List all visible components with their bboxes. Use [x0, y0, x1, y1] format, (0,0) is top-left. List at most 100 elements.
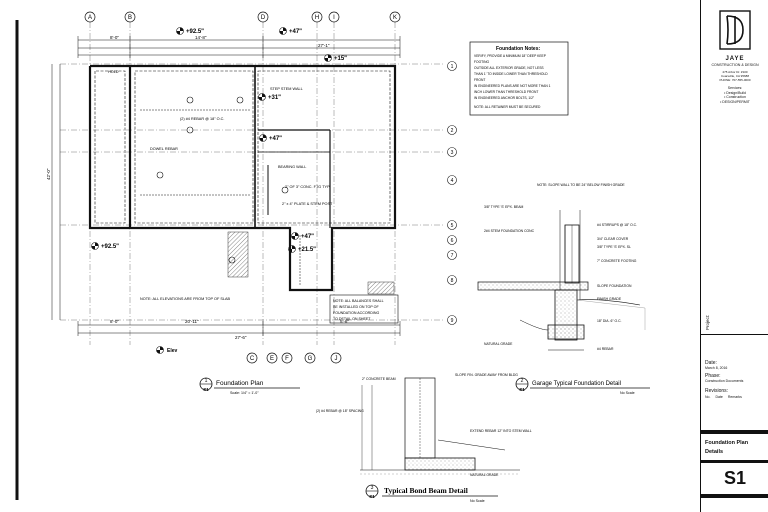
- svg-text:5: 5: [451, 223, 454, 229]
- phase-value: Construction Documents: [705, 379, 744, 383]
- divider: [701, 334, 768, 335]
- foundation-notes-box: [469, 41, 569, 116]
- dim-overall-depth: 42'-0": [46, 168, 51, 180]
- grid-bubble-9: 9: [447, 315, 457, 325]
- svg-text:2" CONCRETE BEAM: 2" CONCRETE BEAM: [362, 377, 396, 381]
- company-subtitle: CONSTRUCTION & DESIGN: [711, 63, 759, 67]
- elev-marker-center-b: +47": [259, 134, 282, 142]
- svg-text:C: C: [250, 356, 255, 362]
- grid-bubble-a: A: [84, 11, 96, 23]
- drawing-sheet: A B D H I K 8'-0" 14'-8" 27'-1" 8'-0" 20…: [15, 11, 650, 503]
- garage-detail-drawing: [477, 210, 646, 351]
- company-name: JAYE: [725, 56, 745, 62]
- elev-marker-top-left: +92.5": [176, 27, 204, 35]
- svg-text:+47": +47": [301, 234, 314, 240]
- plan-note-rebar: (2) #4 REBAR @ 18" O.C.: [180, 117, 224, 121]
- svg-text:4: 4: [451, 178, 454, 184]
- title-block: JAYE CONSTRUCTION & DESIGN 475 Arbor Dr.…: [700, 0, 768, 512]
- grid-bubble-7: 7: [447, 250, 457, 260]
- detail-title-1: 1 S1 Foundation Plan Scale: 1/4" = 1'-0": [199, 377, 300, 395]
- svg-text:S1: S1: [369, 494, 375, 499]
- grid-bubbles-top: A B D H I K: [84, 11, 401, 23]
- elev-marker-top-mid: +47": [279, 27, 302, 35]
- svg-text:INCH LOWER THAN THRESHOLD FRON: INCH LOWER THAN THRESHOLD FRONT: [474, 90, 538, 94]
- dim-bottom-d: 5'-6": [340, 319, 349, 324]
- sheet-title: Foundation Plan: [705, 440, 749, 446]
- grid-bubble-2: 2: [447, 125, 457, 135]
- svg-text:FOOTING: FOOTING: [474, 60, 489, 64]
- revisions-label: Revisions:: [705, 388, 729, 394]
- svg-text:SLOPE FIN. GRADE AWAY FROM BLD: SLOPE FIN. GRADE AWAY FROM BLDG: [455, 373, 518, 377]
- svg-text:THAN 1' TO INSIDE LOWER THAN T: THAN 1' TO INSIDE LOWER THAN THRESHOLD: [474, 72, 548, 76]
- grid-bubble-h: H: [311, 11, 323, 23]
- svg-text:BE INSTALLED ON TOP OF: BE INSTALLED ON TOP OF: [333, 305, 379, 309]
- svg-text:OUTSIDE ALL EXTERIOR GRADE, NO: OUTSIDE ALL EXTERIOR GRADE, NOT LESS: [474, 66, 544, 70]
- svg-text:VERIFY, PROVIDE A MINIMUM 18": VERIFY, PROVIDE A MINIMUM 18" DEEP KEEP: [474, 54, 547, 58]
- grid-bubbles-bottom: C E F G J: [246, 352, 342, 364]
- dim-overall-width: 27'-6": [235, 335, 247, 340]
- plan-note-step-stem-wall: STEP STEM WALL: [270, 87, 303, 91]
- company-address: 475 Arbor Dr. #100 Coarsville, CA 95688 …: [719, 70, 751, 82]
- project-label: Project:: [705, 314, 710, 330]
- svg-text:J: J: [335, 356, 338, 362]
- grid-bubble-b: B: [124, 11, 136, 23]
- grid-bubble-f: F: [281, 352, 293, 364]
- svg-text:A: A: [88, 15, 92, 21]
- svg-text:S1: S1: [203, 387, 209, 392]
- svg-text:7" CONCRETE FOOTING: 7" CONCRETE FOOTING: [597, 259, 637, 263]
- svg-text:+21.5": +21.5": [298, 247, 316, 253]
- svg-text:NATURAL GRADE: NATURAL GRADE: [484, 342, 513, 346]
- plan-note-dowel: DOWEL REBAR: [150, 147, 178, 151]
- grid-bubble-i: I: [328, 11, 340, 23]
- svg-text:3/4" CLEAR COVER: 3/4" CLEAR COVER: [597, 237, 629, 241]
- svg-text:3/8" TYPE 'S' EPX. BEAM: 3/8" TYPE 'S' EPX. BEAM: [484, 205, 524, 209]
- plan-note-hold: HOLD: [108, 70, 119, 74]
- elevation-markers: +92.5" +47" +15" +92.5" +31" +47" +21.5"…: [91, 27, 347, 253]
- svg-text:SLOPE FOUNDATION: SLOPE FOUNDATION: [597, 284, 632, 288]
- svg-text:9: 9: [451, 318, 454, 324]
- svg-text:Typical Bond Beam Detail: Typical Bond Beam Detail: [384, 486, 468, 495]
- foundation-notes-title: Foundation Notes:: [496, 46, 540, 52]
- svg-text:7: 7: [451, 253, 454, 259]
- svg-text:H: H: [315, 15, 319, 21]
- svg-text:TO DETAIL ON SHEET: TO DETAIL ON SHEET: [333, 317, 371, 321]
- grid-bubble-c: C: [246, 352, 258, 364]
- svg-text:+47": +47": [289, 29, 302, 35]
- svg-text:Foundation Plan: Foundation Plan: [216, 380, 264, 387]
- sheet-number: S1: [723, 468, 747, 488]
- svg-text:No Scale: No Scale: [470, 499, 485, 503]
- grid-bubble-j: J: [330, 352, 342, 364]
- svg-text:K: K: [393, 15, 397, 21]
- svg-text:NOTE: ALL BALANCES SHALL: NOTE: ALL BALANCES SHALL: [333, 299, 384, 303]
- svg-text:B: B: [128, 15, 132, 21]
- svg-text:IN ENGINEERED ANCHOR BOLTS, 1/: IN ENGINEERED ANCHOR BOLTS, 1/2": [474, 96, 535, 100]
- stem-wall-section: [227, 231, 249, 278]
- title-bar-3: [701, 494, 768, 498]
- svg-text:3: 3: [451, 150, 454, 156]
- services-list: Services: • Design/Build • Construction …: [720, 86, 750, 104]
- svg-text:3: 3: [371, 485, 374, 491]
- grid-bubble-8: 8: [447, 275, 457, 285]
- dim-segment-b: 14'-8": [195, 35, 207, 40]
- svg-text:3/8" TYPE 'S' EPX. SL: 3/8" TYPE 'S' EPX. SL: [597, 245, 631, 249]
- elev-marker-left-lower: +92.5": [91, 242, 119, 250]
- svg-text:NOTE: ALL RETAINER MUST BE SEC: NOTE: ALL RETAINER MUST BE SECURED: [474, 105, 541, 109]
- svg-text:1: 1: [451, 64, 454, 70]
- title-bar: [701, 430, 768, 434]
- plan-callouts: [156, 96, 289, 264]
- plan-note-plate-post: 2" x 4" PLATE & STEM POST: [282, 202, 333, 206]
- grid-bubble-3: 3: [447, 147, 457, 157]
- svg-text:#4 REBAR: #4 REBAR: [597, 347, 614, 351]
- svg-text:8: 8: [451, 278, 454, 284]
- plan-note-conc-ftg: 2" OF 3" CONC. FTG TYP.: [285, 185, 330, 189]
- svg-text:(2) #4 REBAR @ 18" SPACING: (2) #4 REBAR @ 18" SPACING: [316, 409, 364, 413]
- grid-bubble-e: E: [266, 352, 278, 364]
- plan-note-bearing-wall: BEARING WALL: [278, 165, 306, 169]
- foundation-notes-lines: VERIFY, PROVIDE A MINIMUM 18" DEEP KEEP …: [474, 54, 551, 109]
- sheet-title-2: Details: [705, 449, 724, 455]
- dimension-strings-bottom: [77, 321, 401, 336]
- dim-bottom-a: 8'-0": [110, 319, 119, 324]
- grid-lines: [60, 22, 445, 345]
- svg-text:NATURAL GRADE: NATURAL GRADE: [470, 473, 499, 477]
